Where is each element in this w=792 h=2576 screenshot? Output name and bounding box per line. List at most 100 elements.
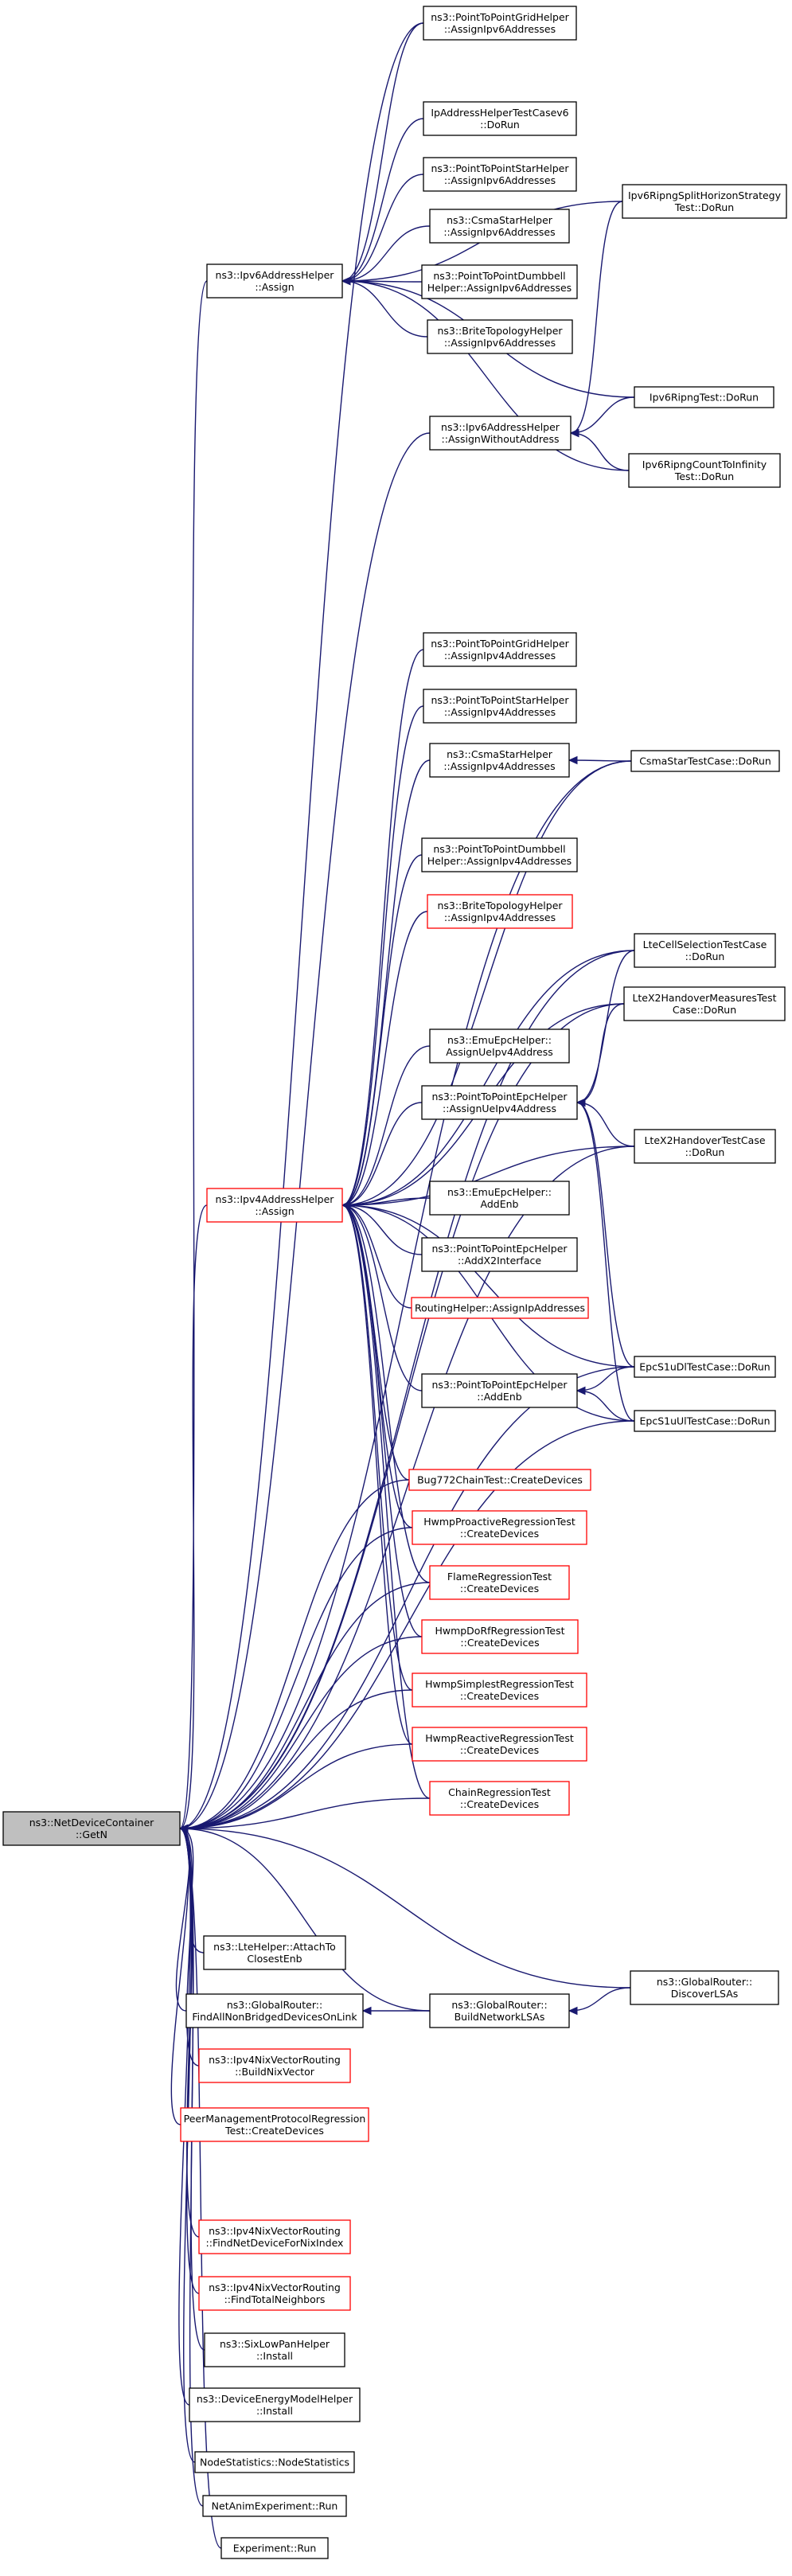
edge-line <box>570 432 630 471</box>
node-bug772[interactable]: Bug772ChainTest::CreateDevices <box>408 1469 591 1491</box>
node-sixlowpan[interactable]: ns3::SixLowPanHelper::Install <box>204 2332 345 2367</box>
node-netanim[interactable]: NetAnimExperiment::Run <box>202 2495 347 2517</box>
node-hwmpreactive[interactable]: HwmpReactiveRegressionTest::CreateDevice… <box>412 1727 587 1762</box>
node-label-line: ::CreateDevices <box>460 1690 539 1702</box>
node-box <box>202 2495 347 2517</box>
edge-csmastartc-to-csmastar4 <box>568 755 632 765</box>
node-box <box>429 1565 570 1600</box>
edge-epcul-to-ptpepcaddenb <box>575 1386 635 1422</box>
edge-epcdl-to-ipv4assign <box>341 1200 635 1368</box>
node-label-line: Bug772ChainTest::CreateDevices <box>417 1474 583 1486</box>
node-label-line: ns3::BriteTopologyHelper <box>437 325 563 337</box>
node-label-line: FindAllNonBridgedDevicesOnLink <box>192 2011 357 2023</box>
node-ptpgrid6[interactable]: ns3::PointToPointGridHelper::AssignIpv6A… <box>423 6 577 41</box>
edge-csmastar6-to-ipv6assign <box>341 225 431 286</box>
node-label-line: PeerManagementProtocolRegression <box>184 2113 366 2125</box>
node-ptpstar6[interactable]: ns3::PointToPointStarHelper::AssignIpv6A… <box>423 157 577 192</box>
edge-line <box>179 1636 423 1829</box>
node-grbuild[interactable]: ns3::GlobalRouter::BuildNetworkLSAs <box>429 1993 570 2028</box>
node-csmastartc[interactable]: CsmaStarTestCase::DoRun <box>630 750 780 772</box>
edge-line <box>576 1102 635 1368</box>
node-peermgmt[interactable]: PeerManagementProtocolRegressionTest::Cr… <box>180 2107 369 2142</box>
edge-epcdl-to-ptpepcassignue <box>575 1098 635 1368</box>
node-nixfindnet[interactable]: ns3::Ipv4NixVectorRouting::FindNetDevice… <box>198 2219 351 2254</box>
node-routinghelper[interactable]: RoutingHelper::AssignIpAddresses <box>411 1297 589 1319</box>
arrowhead <box>341 276 351 286</box>
node-nixbuild[interactable]: ns3::Ipv4NixVectorRouting::BuildNixVecto… <box>198 2048 351 2083</box>
node-hwmpproactive[interactable]: HwmpProactiveRegressionTest::CreateDevic… <box>412 1510 587 1545</box>
arrowhead <box>178 1824 189 1833</box>
node-label-line: RoutingHelper::AssignIpAddresses <box>415 1302 585 1314</box>
node-ptpepcaddenb[interactable]: ns3::PointToPointEpcHelper::AddEnb <box>421 1373 578 1408</box>
edge-ltecell-to-ptpepcassignue <box>575 950 635 1107</box>
node-csmastar4[interactable]: ns3::CsmaStarHelper::AssignIpv4Addresses <box>429 743 570 778</box>
node-ripngtest[interactable]: Ipv6RipngTest::DoRun <box>634 386 774 408</box>
node-label-line: ::AddEnb <box>477 1391 521 1403</box>
node-ltex2ho[interactable]: LteX2HandoverTestCase::DoRun <box>634 1129 776 1164</box>
edge-line <box>179 1743 413 1829</box>
node-box <box>421 1237 578 1272</box>
node-box <box>412 1727 587 1762</box>
node-ptpgrid4[interactable]: ns3::PointToPointGridHelper::AssignIpv4A… <box>423 632 577 667</box>
node-emuassignue[interactable]: ns3::EmuEpcHelper::AssignUeIpv4Address <box>429 1028 570 1064</box>
node-hwmpdorf[interactable]: HwmpDoRfRegressionTest::CreateDevices <box>421 1619 579 1654</box>
node-box <box>623 986 786 1021</box>
node-energy[interactable]: ns3::DeviceEnergyModelHelper::Install <box>189 2387 361 2422</box>
node-experiment[interactable]: Experiment::Run <box>220 2537 329 2559</box>
node-brite4[interactable]: ns3::BriteTopologyHelper::AssignIpv4Addr… <box>427 894 573 929</box>
node-ltecell[interactable]: LteCellSelectionTestCase::DoRun <box>634 933 776 968</box>
edge-hwmpreactive-to-ipv4assign <box>341 1200 413 1745</box>
node-root[interactable]: ns3::NetDeviceContainer::GetN <box>2 1811 181 1846</box>
node-box <box>628 453 781 488</box>
node-box <box>206 263 343 299</box>
node-flame[interactable]: FlameRegressionTest::CreateDevices <box>429 1565 570 1600</box>
node-ipv4assign[interactable]: ns3::Ipv4AddressHelper::Assign <box>206 1188 343 1223</box>
node-grfind[interactable]: ns3::GlobalRouter::FindAllNonBridgedDevi… <box>185 1993 364 2028</box>
node-ptpepcx2[interactable]: ns3::PointToPointEpcHelper::AddX2Interfa… <box>421 1237 578 1272</box>
node-label-line: ns3::PointToPointDumbbell <box>433 843 565 855</box>
node-label-line: ::CreateDevices <box>460 1798 539 1810</box>
node-label-line: ::FindTotalNeighbors <box>224 2293 326 2305</box>
node-ipv6assign[interactable]: ns3::Ipv6AddressHelper::Assign <box>206 263 343 299</box>
node-epcdl[interactable]: EpcS1uDlTestCase::DoRun <box>634 1356 776 1378</box>
node-chain[interactable]: ChainRegressionTest::CreateDevices <box>429 1781 570 1816</box>
node-ipv6withoutaddr[interactable]: ns3::Ipv6AddressHelper::AssignWithoutAdd… <box>429 416 572 451</box>
node-label-line: Helper::AssignIpv4Addresses <box>427 855 572 867</box>
edge-line <box>179 1689 413 1829</box>
node-grdiscover[interactable]: ns3::GlobalRouter::DiscoverLSAs <box>630 1970 779 2005</box>
node-label-line: Experiment::Run <box>233 2543 317 2555</box>
node-ptpdumb4[interactable]: ns3::PointToPointDumbbellHelper::AssignI… <box>421 837 578 872</box>
node-label-line: ::FindNetDeviceForNixIndex <box>206 2237 344 2249</box>
node-label-line: ::Assign <box>255 1205 294 1217</box>
node-hwmpsimplest[interactable]: HwmpSimplestRegressionTest::CreateDevice… <box>412 1672 587 1708</box>
node-label-line: ::CreateDevices <box>460 1744 539 1756</box>
node-label-line: LteX2HandoverMeasuresTest <box>632 992 776 1004</box>
edge-line <box>341 1204 423 1391</box>
node-label-line: ns3::Ipv4NixVectorRouting <box>209 2054 341 2066</box>
edge-line <box>341 1204 635 1368</box>
node-brite6[interactable]: ns3::BriteTopologyHelper::AssignIpv6Addr… <box>427 319 573 354</box>
node-nixfindtotal[interactable]: ns3::Ipv4NixVectorRouting::FindTotalNeig… <box>198 2276 351 2311</box>
edge-ltex2meas-to-root <box>178 1003 625 1833</box>
node-ptpdumb6[interactable]: ns3::PointToPointDumbbellHelper::AssignI… <box>421 264 578 299</box>
node-nodestats[interactable]: NodeStatistics::NodeStatistics <box>194 2451 355 2473</box>
node-box <box>421 1373 578 1408</box>
node-epcul[interactable]: EpcS1uUlTestCase::DoRun <box>634 1410 776 1432</box>
node-label-line: ::DoRun <box>685 950 725 962</box>
node-label-line: ns3::GlobalRouter:: <box>657 1976 752 1988</box>
node-iphelper6[interactable]: IpAddressHelperTestCasev6::DoRun <box>423 101 577 136</box>
node-label-line: Ipv6RipngTest::DoRun <box>650 392 759 404</box>
node-ptpepcassignue[interactable]: ns3::PointToPointEpcHelper::AssignUeIpv4… <box>421 1085 578 1120</box>
node-csmastar6[interactable]: ns3::CsmaStarHelper::AssignIpv6Addresses <box>429 209 570 244</box>
edge-iphelper6-to-ipv6assign <box>341 118 424 286</box>
edge-chain-to-root <box>178 1797 431 1833</box>
node-box <box>429 1993 570 2028</box>
node-box <box>198 2276 351 2311</box>
node-label-line: Test::DoRun <box>674 201 734 213</box>
node-emuaddenb[interactable]: ns3::EmuEpcHelper::AddEnb <box>429 1181 570 1216</box>
node-ptpstar4[interactable]: ns3::PointToPointStarHelper::AssignIpv4A… <box>423 689 577 724</box>
